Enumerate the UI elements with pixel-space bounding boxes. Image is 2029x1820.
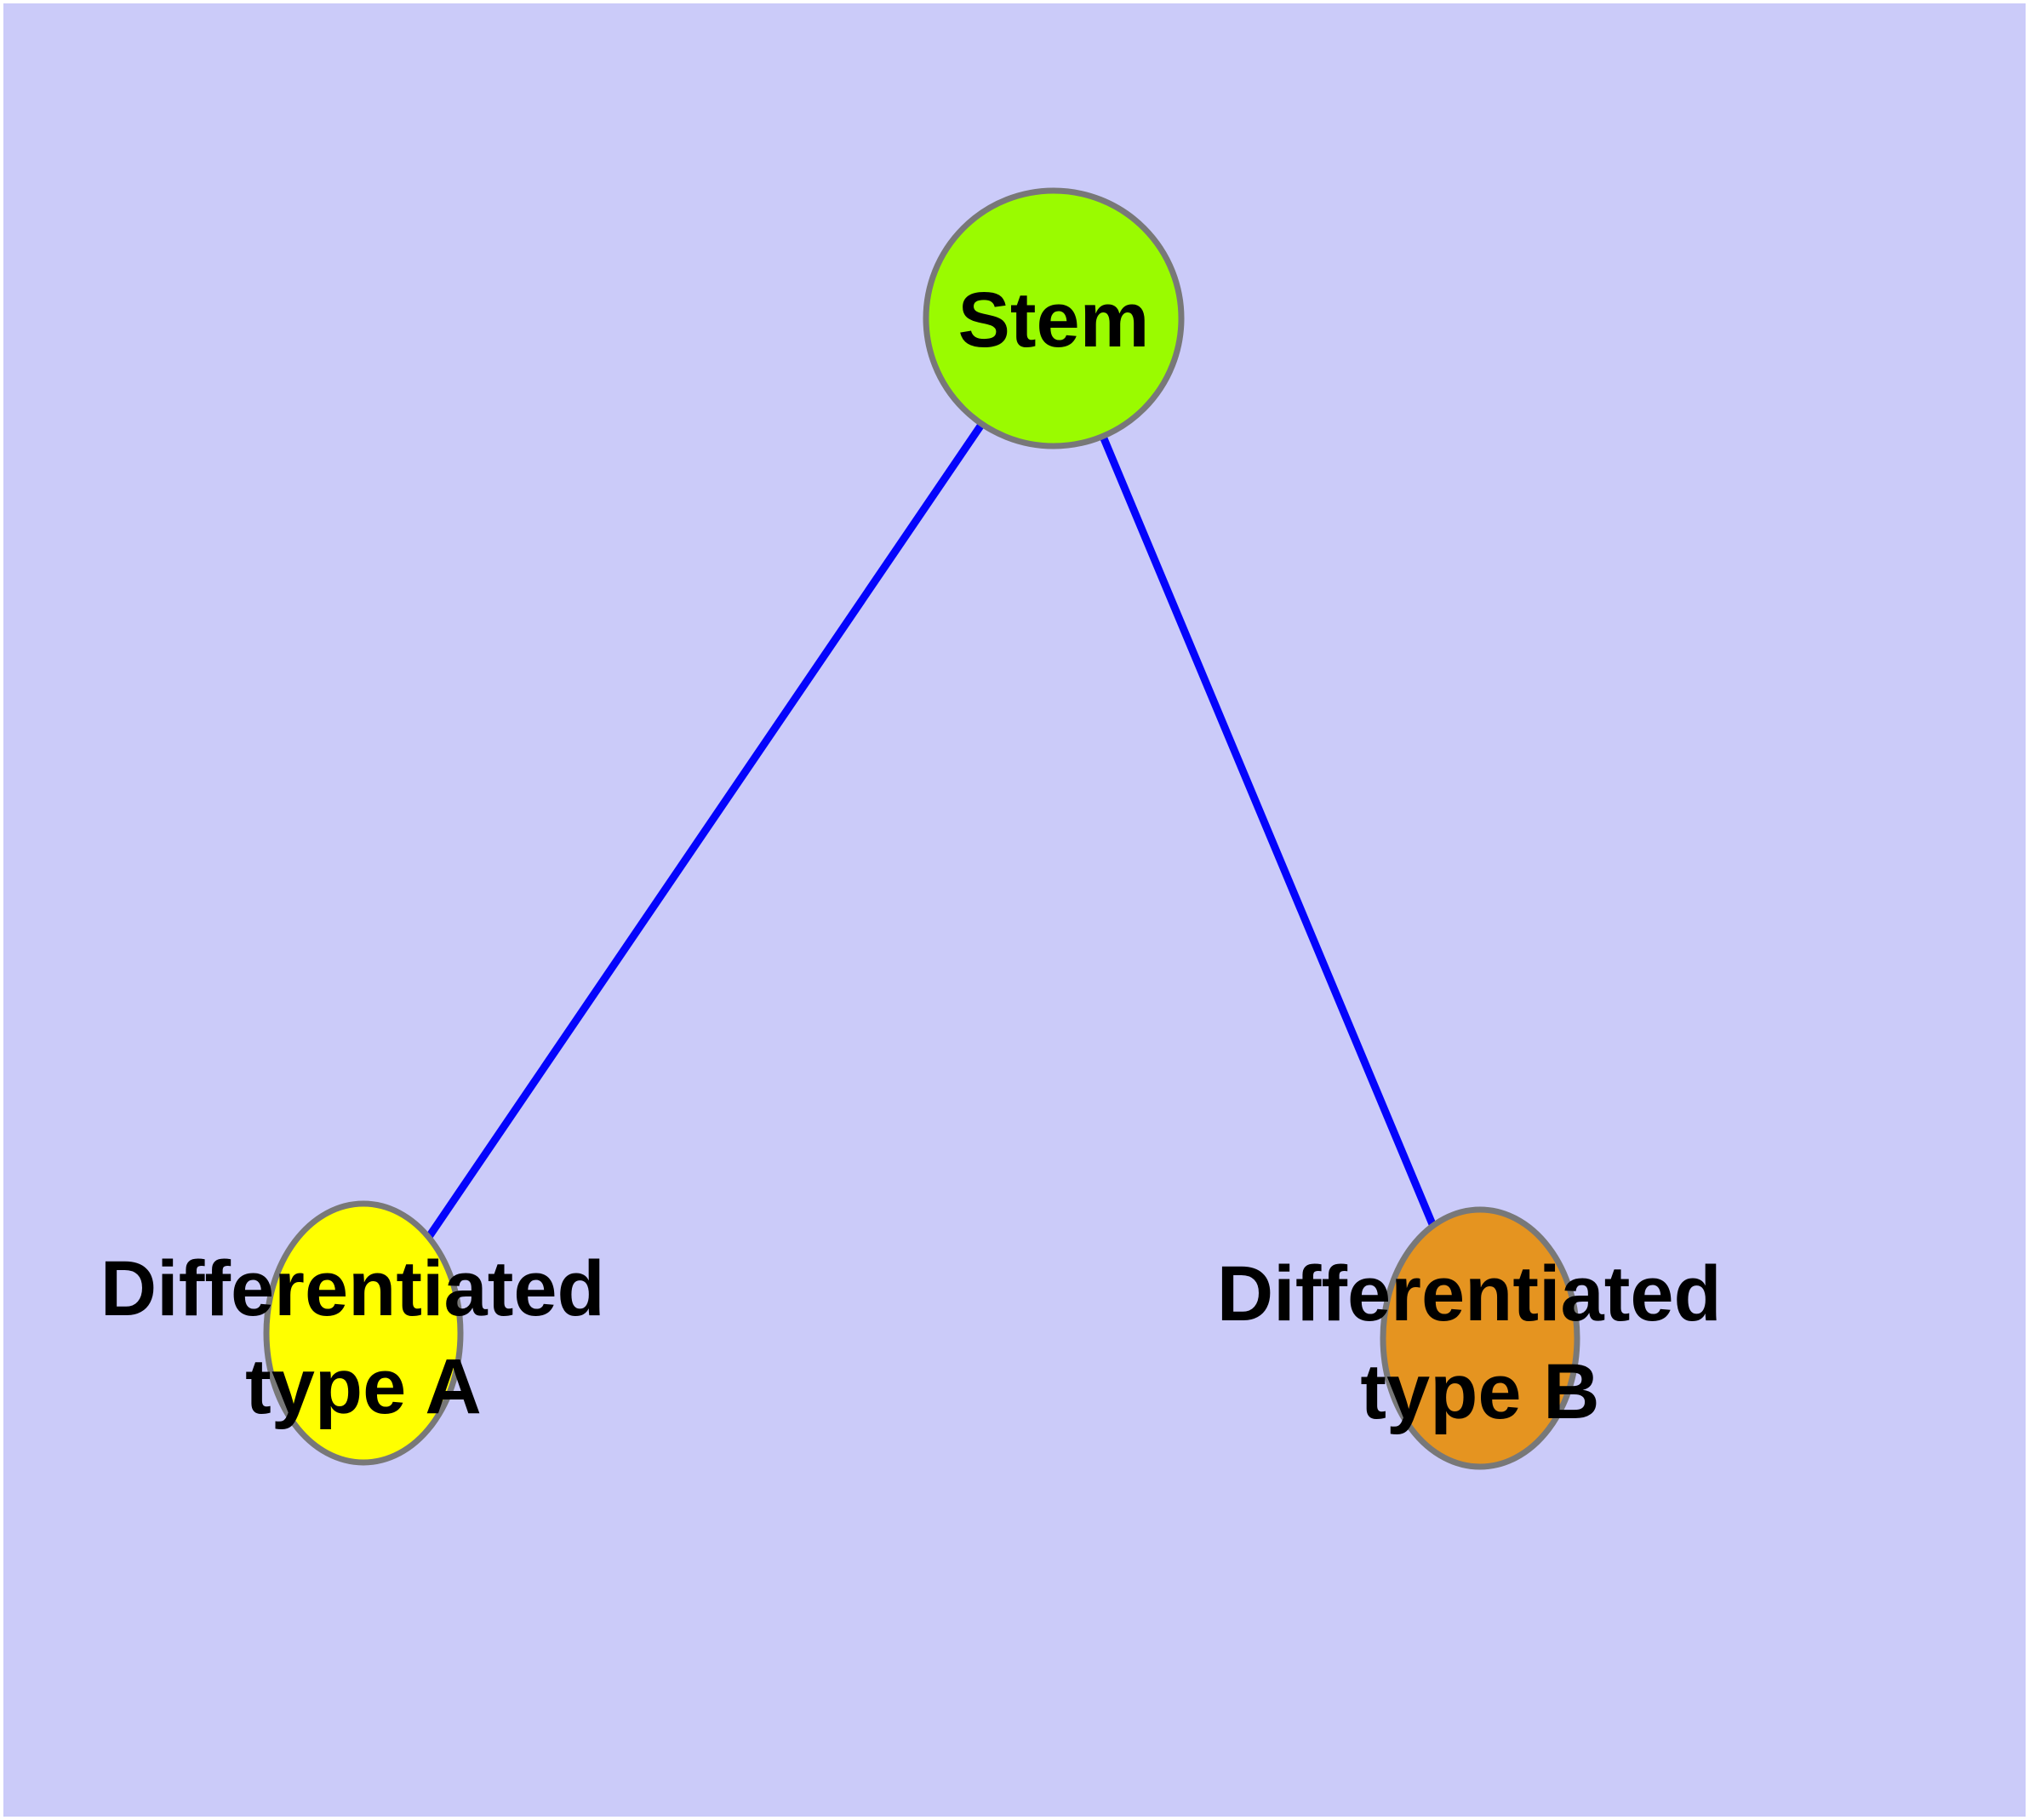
edge-stem-to-type-b [1049, 317, 1484, 1340]
type-a-node-label: Differentiated type A [100, 1245, 627, 1430]
type-a-node [263, 1200, 464, 1466]
stem-node [923, 187, 1185, 449]
type-a-label-line2: type A [245, 1343, 482, 1430]
type-b-label-line2: type B [1360, 1348, 1599, 1435]
type-a-label-line1: Differentiated [100, 1245, 605, 1332]
stem-node-label: Stem [958, 277, 1150, 363]
type-b-node [1380, 1206, 1580, 1470]
type-b-label-line1: Differentiated [1217, 1251, 1722, 1337]
edge-stem-to-type-a [360, 316, 1057, 1336]
type-b-node-label: Differentiated type B [1217, 1251, 1744, 1435]
